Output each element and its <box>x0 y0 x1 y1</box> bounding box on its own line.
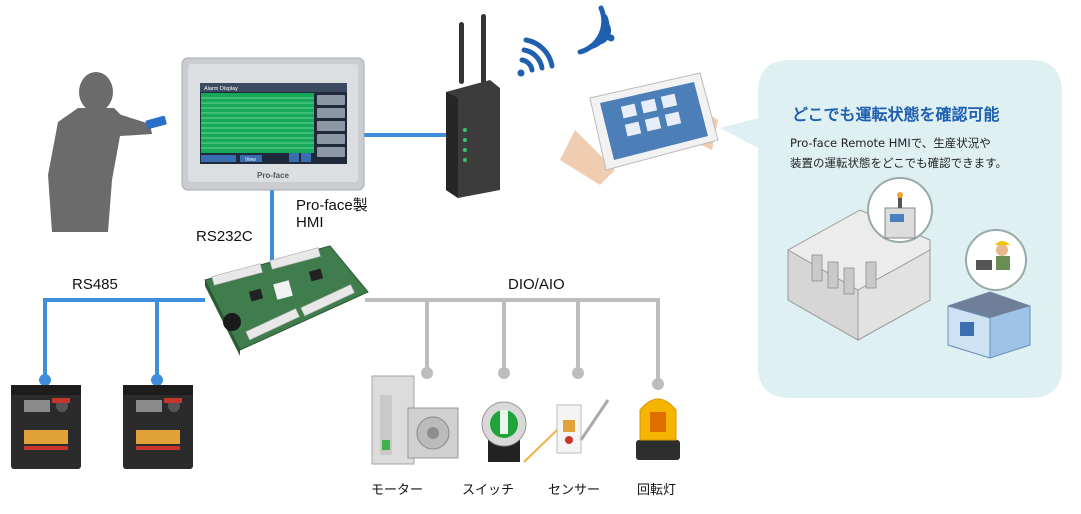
wifi-signal-icon-left <box>517 37 555 77</box>
hmi-view-button: View <box>245 157 256 163</box>
hmi-label-line2: HMI <box>296 214 324 231</box>
switch-label: スイッチ <box>462 483 515 498</box>
office-illustration <box>947 229 1031 359</box>
rs485-bus-line <box>43 298 205 385</box>
dio-aio-label: DIO/AIO <box>508 276 565 293</box>
blue-connection-lines <box>43 133 446 385</box>
hmi-panel: Alarm Display View Pro-face <box>181 57 365 191</box>
rotary-light-label: 回転灯 <box>637 483 677 498</box>
rs485-label: RS485 <box>72 276 118 293</box>
rs485-end-dots <box>39 374 163 386</box>
rotary-light-device <box>636 398 680 460</box>
operator-silhouette <box>48 72 152 232</box>
wifi-signal-icon-right <box>577 5 615 55</box>
factory-illustration <box>787 177 933 341</box>
wireless-router <box>446 14 500 198</box>
callout-body-line1: Pro-face Remote HMIで、生産状況や <box>790 136 991 150</box>
dio-end-dots <box>421 367 664 390</box>
io-control-board <box>204 245 369 356</box>
inverter-drive-2 <box>123 385 193 469</box>
callout-body: Pro-face Remote HMIで、生産状況や 装置の運転状態をどこでも確… <box>790 133 1007 173</box>
hmi-label-line1: Pro-face製 <box>296 197 368 214</box>
dio-aio-lines <box>365 298 660 385</box>
inverter-drive-1 <box>11 385 81 469</box>
hmi-screen-title: Alarm Display <box>204 86 238 92</box>
motor-label: モーター <box>371 483 424 498</box>
callout-body-line2: 装置の運転状態をどこでも確認できます。 <box>790 156 1008 170</box>
tablet-device <box>560 72 719 185</box>
callout-title: どこでも運転状態を確認可能 <box>792 105 1000 124</box>
sensor-device <box>523 399 610 463</box>
switch-device <box>481 401 527 462</box>
sensor-label: センサー <box>548 483 601 498</box>
rs232c-label: RS232C <box>196 228 253 245</box>
motor-device <box>371 375 459 465</box>
handheld-tablet-icon <box>145 115 167 130</box>
hmi-brand: Pro-face <box>257 171 290 180</box>
